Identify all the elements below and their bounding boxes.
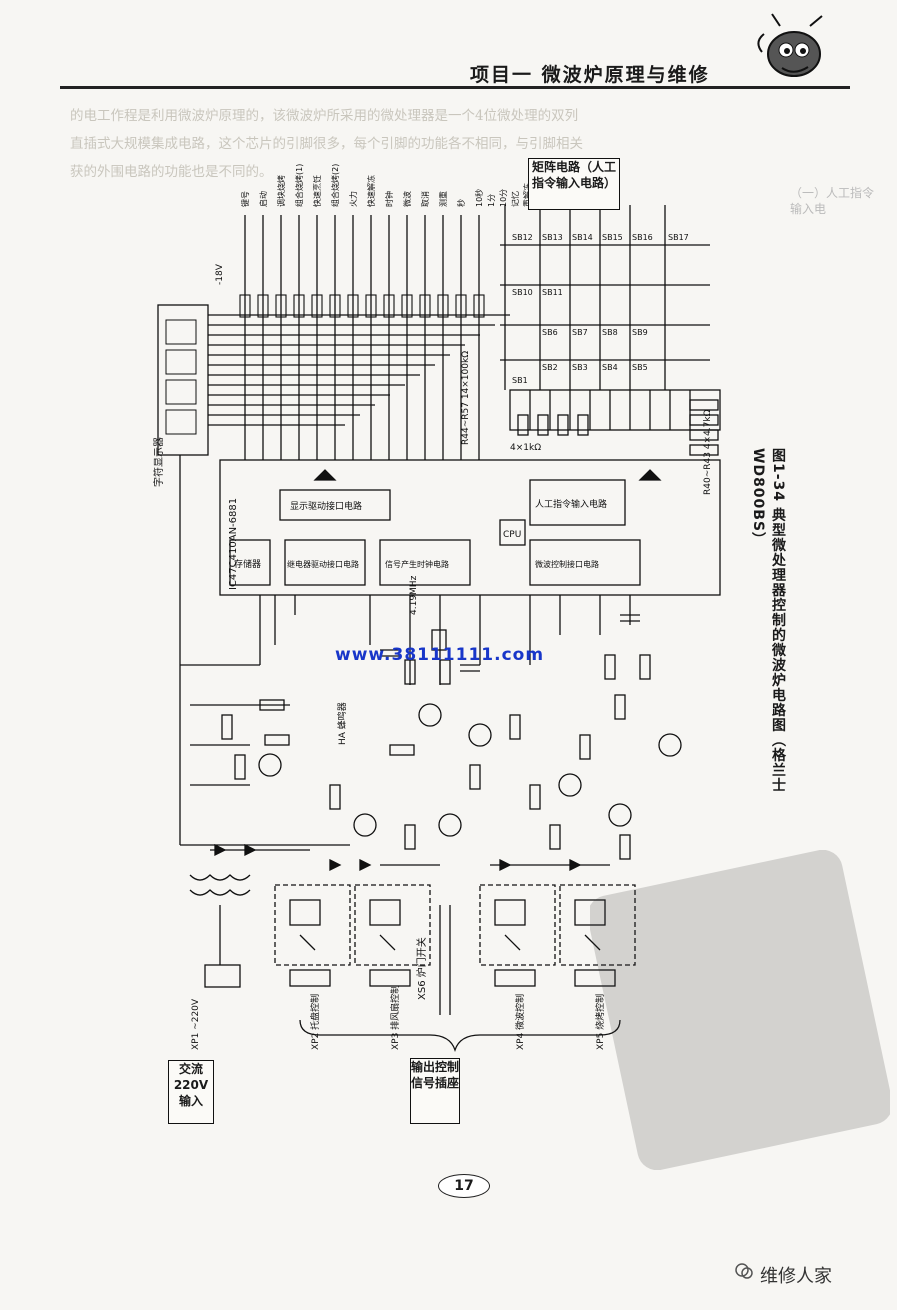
key-label: 秒 <box>456 199 466 207</box>
key-label: 1分 <box>487 194 496 207</box>
switch-label: SB10 <box>512 288 533 297</box>
page-header: 项目一 微波炉原理与维修 <box>0 0 897 100</box>
key-label: 快速解冻 <box>366 175 376 207</box>
switch-label: SB12 <box>512 233 533 242</box>
block-clock: 信号产生时钟电路 <box>385 559 449 569</box>
switch-label: SB1 <box>512 376 528 385</box>
switch-label: SB4 <box>602 363 618 372</box>
key-label: 微波 <box>402 191 412 207</box>
key-label: 测重 <box>438 191 448 207</box>
switch-label: SB2 <box>542 363 558 372</box>
bus-label: -18V <box>215 263 225 285</box>
output-label-fan: XP3 排风扇控制 <box>389 985 401 1050</box>
block-memory: 存储器 <box>234 558 261 570</box>
switch-label: SB15 <box>602 233 623 242</box>
power-label: XP1 ~220V <box>191 998 201 1050</box>
ac-input-note: 交流220V输入 <box>168 1060 214 1124</box>
page-title: 项目一 微波炉原理与维修 <box>470 64 710 86</box>
switch-label: SB17 <box>668 233 689 242</box>
figure-caption: 图1-34 典型微处理器控制的微波炉电路图（格兰士WD800BS） <box>750 448 786 793</box>
key-label: 10秒 <box>474 189 484 207</box>
background-text-line: 的电工作程是利用微波炉原理的，该微波炉所采用的微处理器是一个4位微处理的双列 <box>70 108 579 124</box>
display-label: 字符显示器 <box>152 437 165 487</box>
switch-label: SB13 <box>542 233 563 242</box>
block-display-driver: 显示驱动接口电路 <box>290 500 362 512</box>
key-label: 组合烧烤(2) <box>330 164 340 207</box>
switch-label: SB7 <box>572 328 588 337</box>
key-label: 启动 <box>258 191 268 207</box>
buzzer-label: HA 蜂鸣器 <box>336 702 348 745</box>
footer-brand: 维修人家 <box>760 1266 832 1287</box>
block-cpu: CPU <box>503 530 521 540</box>
key-label: 快速烹饪 <box>312 175 322 207</box>
mascot-logo-icon <box>757 13 823 77</box>
character-display <box>157 304 209 456</box>
page-number: 17 <box>438 1174 490 1198</box>
key-label: 时钟 <box>384 191 394 207</box>
switch-label: SB8 <box>602 328 618 337</box>
key-label: 调块烧烤 <box>276 175 286 207</box>
watermark-url: www.38111111.com <box>335 645 545 665</box>
key-label: 火力 <box>348 191 358 207</box>
block-relay-interface: 继电器驱动接口电路 <box>287 559 359 569</box>
output-ctrl-note: 输出控制信号插座 <box>410 1058 460 1124</box>
switch-label: SB5 <box>632 363 648 372</box>
switch-label: SB11 <box>542 288 563 297</box>
key-label: 组合烧烤(1) <box>294 164 304 207</box>
switch-label: SB3 <box>572 363 588 372</box>
key-label: 取消 <box>420 191 430 207</box>
pdg-stamp-icon <box>590 850 890 1170</box>
switch-label: SB9 <box>632 328 648 337</box>
block-microwave-ctrl: 微波控制接口电路 <box>535 559 599 569</box>
resistor-bank-top: R44~R57 14×100kΩ <box>461 351 471 445</box>
background-text-line: 直插式大规模集成电路，这个芯片的引脚很多，每个引脚的功能各不相同，与引脚相关 <box>70 136 583 152</box>
main-ic <box>219 459 721 596</box>
resistor-bank-right: R40~R43 4×4.7kΩ <box>703 409 713 495</box>
section-heading-faded: （一）人工指令输入电 <box>790 186 875 216</box>
key-label: 记忆 <box>510 191 520 207</box>
chip-label: IC47C410AN-6881 <box>228 498 239 590</box>
key-label: 键号 <box>240 191 250 207</box>
key-label: 重解冻 <box>522 183 532 207</box>
door-switch-label: XS6 炉门开关 <box>415 937 428 1000</box>
output-label-tray: XP2 托盘控制 <box>309 994 321 1050</box>
switch-label: SB14 <box>572 233 593 242</box>
circuit-schematic: 字符显示器 IC47C410AN-6881 显示驱动接口电路 人工指令输入电路 … <box>152 164 721 1053</box>
background-text-line: 获的外围电路的功能也是不同的。 <box>70 164 273 180</box>
crystal-label: 4.19MHz <box>409 575 419 615</box>
header-divider <box>60 86 850 89</box>
chat-bubble-icon <box>735 1263 753 1279</box>
matrix-note: 矩阵电路（人工指令输入电路） <box>528 158 620 210</box>
output-label-grill: XP5 烧烤控制 <box>594 994 606 1050</box>
switch-label: SB6 <box>542 328 558 337</box>
key-label: 10分 <box>499 189 508 207</box>
resistor-bank-mid: 4×1kΩ <box>510 443 541 453</box>
switch-label: SB16 <box>632 233 653 242</box>
block-manual-input: 人工指令输入电路 <box>535 498 607 510</box>
output-label-microwave: XP4 微波控制 <box>514 994 526 1050</box>
